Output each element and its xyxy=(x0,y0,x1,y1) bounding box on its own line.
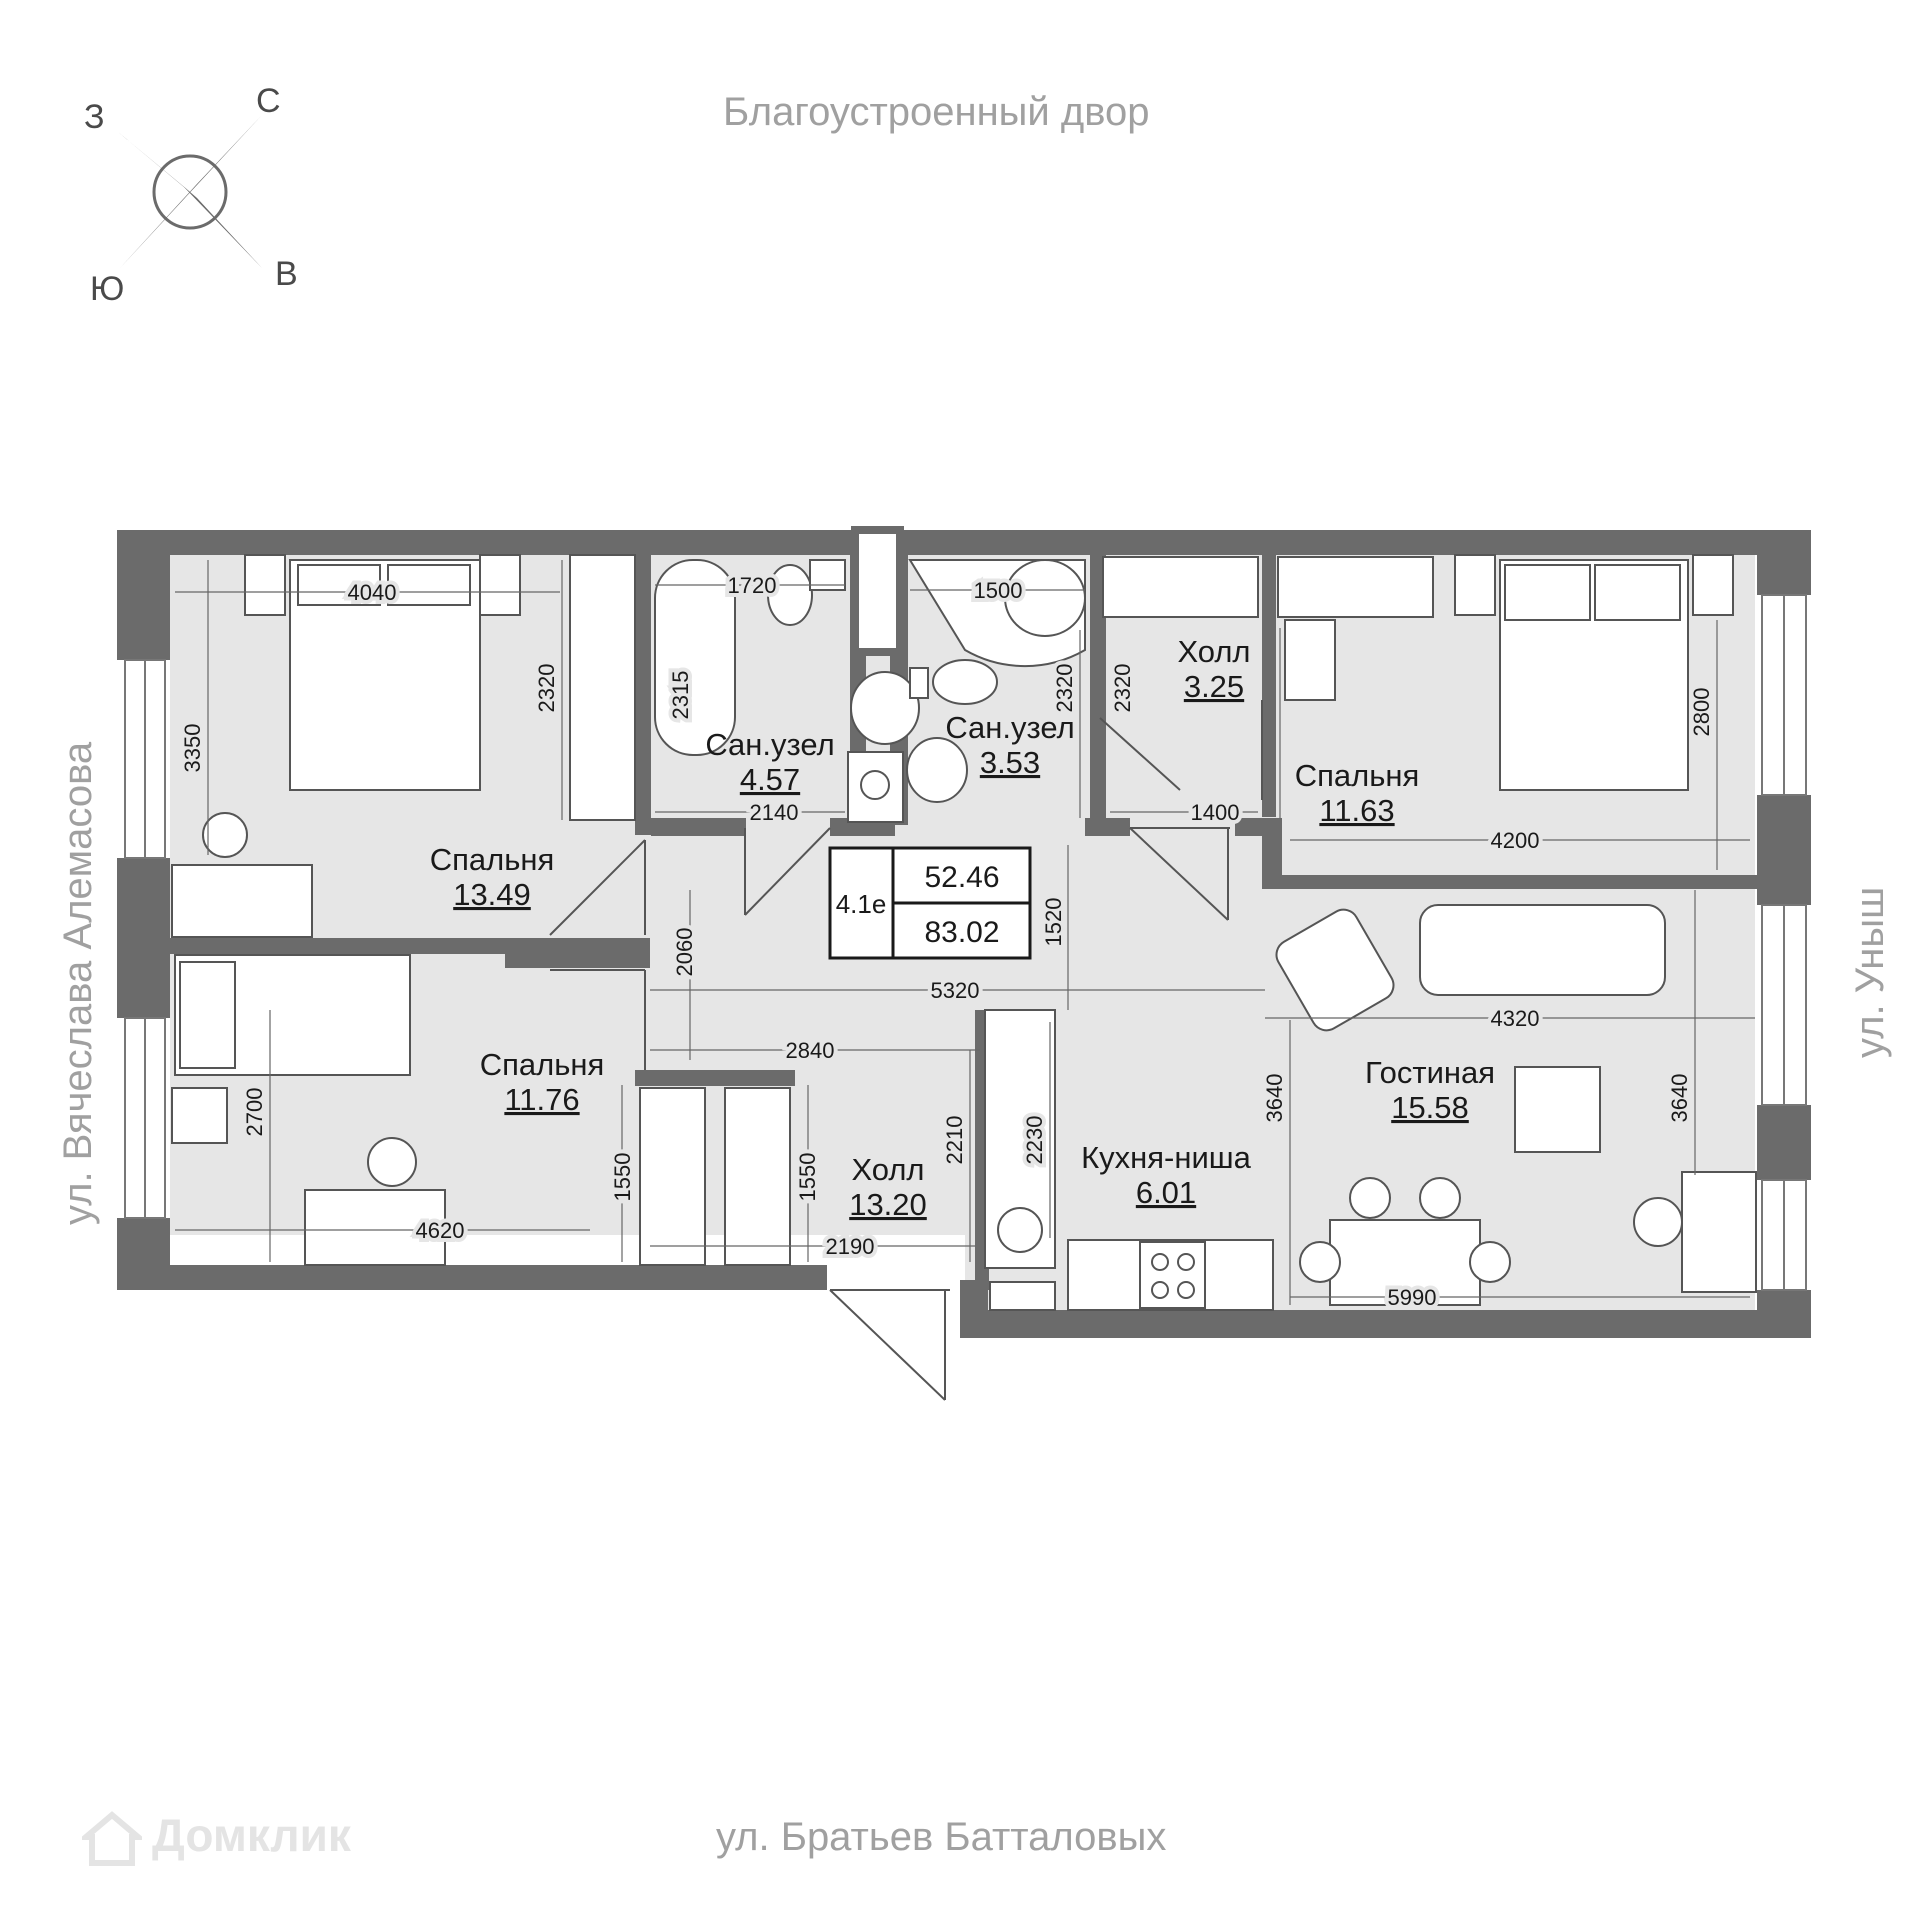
street-right: ул. Уныш xyxy=(1848,886,1892,1058)
dim-label: 2315 xyxy=(668,671,693,720)
dim-label: 4200 xyxy=(1491,828,1540,853)
dim-label: 2320 xyxy=(1110,664,1135,713)
watermark-text: Домклик xyxy=(152,1809,351,1861)
dim-label: 2210 xyxy=(942,1116,967,1165)
dim-label: 2190 xyxy=(826,1234,875,1259)
dim-label: 2060 xyxy=(672,928,697,977)
room-name: Спальня xyxy=(430,842,555,877)
compass-south: Ю xyxy=(90,270,125,308)
dim-label: 2230 xyxy=(1022,1116,1047,1165)
room-name: Спальня xyxy=(480,1047,605,1082)
room-name: Гостиная xyxy=(1365,1055,1495,1090)
dim-label: 5320 xyxy=(931,978,980,1003)
dim-label: 1550 xyxy=(610,1153,635,1202)
room-labels: Спальня 13.49 Сан.узел 4.57 Сан.узел 3.5… xyxy=(430,634,1495,1222)
apartment-code: 4.1е xyxy=(836,889,887,919)
dim-label: 1720 xyxy=(728,573,777,598)
dim-label: 2840 xyxy=(786,1038,835,1063)
dim-label: 4040 xyxy=(348,580,397,605)
dim-label: 2320 xyxy=(534,664,559,713)
total-area: 83.02 xyxy=(924,916,999,949)
dim-label: 1500 xyxy=(974,578,1023,603)
room-area: 13.49 xyxy=(453,877,531,912)
room-area: 3.25 xyxy=(1184,669,1244,704)
street-left: ул. Вячеслава Алемасова xyxy=(56,741,100,1225)
room-area: 3.53 xyxy=(980,745,1040,780)
furniture xyxy=(171,554,1757,1311)
dim-label: 1400 xyxy=(1191,800,1240,825)
compass-icon xyxy=(118,115,262,268)
outer-walls xyxy=(117,530,1811,1338)
dim-label: 4320 xyxy=(1491,1006,1540,1031)
dim-label: 3350 xyxy=(180,724,205,773)
windows xyxy=(124,594,1807,1291)
dim-label: 1550 xyxy=(795,1153,820,1202)
compass-north: С xyxy=(256,82,281,120)
dimension-lines xyxy=(175,560,1755,1305)
dim-label: 2700 xyxy=(242,1088,267,1137)
room-name: Сан.узел xyxy=(705,727,834,762)
room-name: Холл xyxy=(1177,634,1250,669)
dim-label: 1520 xyxy=(1041,898,1066,947)
room-area: 4.57 xyxy=(740,762,800,797)
room-name: Сан.узел xyxy=(945,710,1074,745)
room-name: Кухня-ниша xyxy=(1081,1140,1252,1175)
house-icon xyxy=(82,1810,142,1866)
dim-label: 2800 xyxy=(1689,688,1714,737)
dim-label: 2320 xyxy=(1052,664,1077,713)
dimension-labels: 4040 1720 1500 3350 2320 2315 2320 2320 … xyxy=(176,569,1718,1314)
dim-label: 5990 xyxy=(1388,1285,1437,1310)
room-area: 6.01 xyxy=(1136,1175,1196,1210)
room-area: 15.58 xyxy=(1391,1090,1469,1125)
street-top: Благоустроенный двор xyxy=(723,90,1150,134)
dim-label: 3640 xyxy=(1262,1074,1287,1123)
room-area: 13.20 xyxy=(849,1187,927,1222)
room-area: 11.63 xyxy=(1319,793,1394,828)
compass-east: В xyxy=(275,255,298,293)
room-area: 11.76 xyxy=(504,1082,579,1117)
compass-west: З xyxy=(84,98,105,136)
watermark: Домклик xyxy=(82,1808,351,1867)
room-name: Спальня xyxy=(1295,758,1420,793)
room-name: Холл xyxy=(851,1152,924,1187)
street-bottom: ул. Братьев Батталовых xyxy=(716,1815,1167,1859)
doors xyxy=(549,700,1263,1401)
dim-label: 2140 xyxy=(750,800,799,825)
apartment-info-box: 4.1е 52.46 83.02 xyxy=(828,846,1032,960)
living-area: 52.46 xyxy=(924,861,999,894)
dim-label: 4620 xyxy=(416,1218,465,1243)
dim-label: 3640 xyxy=(1667,1074,1692,1123)
